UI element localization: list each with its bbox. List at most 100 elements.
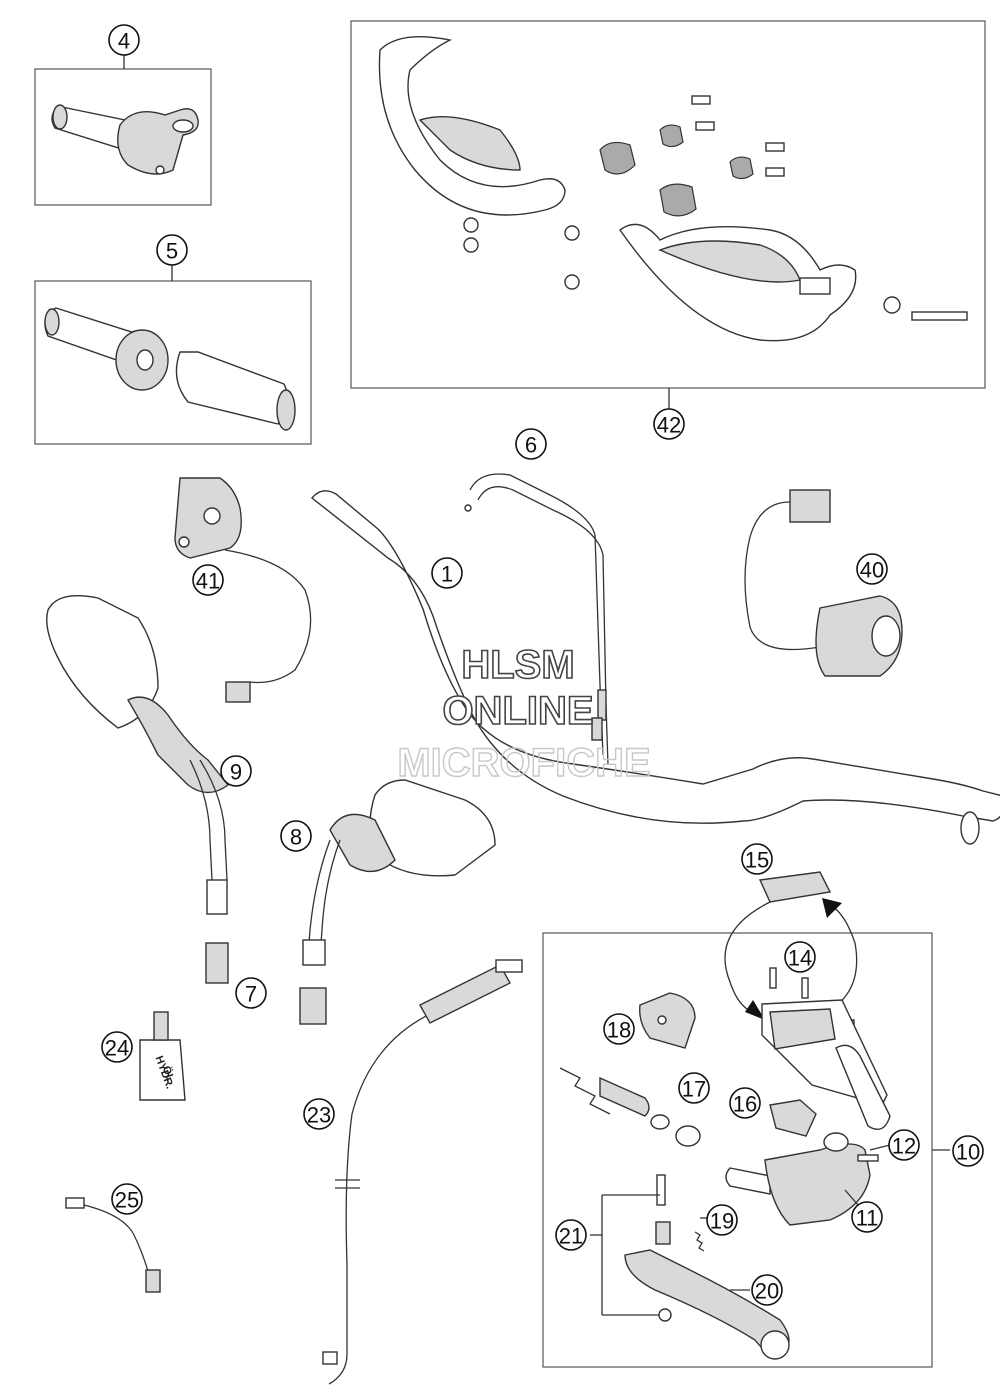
part-42-box: [350, 20, 986, 389]
left-switch-part[interactable]: [174, 477, 312, 703]
throttle-cables-part[interactable]: [464, 473, 609, 766]
callout-21-label: 21: [559, 1224, 583, 1249]
right-mirror-part[interactable]: [299, 779, 496, 1025]
callout-1-circle: [431, 557, 463, 589]
callout-20-label: 20: [755, 1279, 779, 1304]
callout-9-label: 9: [230, 760, 242, 785]
callout-11-label: 11: [856, 1206, 879, 1231]
callout-1[interactable]: 1: [431, 557, 463, 589]
callout-9-circle: [220, 755, 252, 787]
callout-5-circle: [156, 234, 188, 266]
reservoir-cover-part[interactable]: [758, 871, 832, 903]
callout-19-circle: [706, 1204, 738, 1236]
watermark-line3: MICROFICHE: [397, 741, 650, 785]
lever-bracket-part[interactable]: [769, 1099, 817, 1137]
hydraulic-oil-bottle-part[interactable]: HYDR. ÖL: [139, 1011, 186, 1101]
bottle-label-line2: ÖL: [160, 1064, 178, 1083]
callout-10-circle: [952, 1135, 984, 1167]
watermark: HLSM ONLINE MICROFICHE: [397, 642, 652, 786]
callout-10[interactable]: 10: [952, 1135, 984, 1167]
callout-19[interactable]: 19: [706, 1204, 738, 1236]
callout-17-circle: [678, 1072, 710, 1104]
callout-15-label: 15: [745, 848, 769, 873]
rotation-arrow-left: [724, 901, 771, 1015]
watermark-line2: ONLINE: [442, 689, 593, 733]
callout-12[interactable]: 12: [888, 1129, 920, 1161]
callout-6-circle: [515, 428, 547, 460]
master-cylinder-body-part[interactable]: [725, 1132, 879, 1226]
callout-6-label: 6: [525, 433, 537, 458]
callout-layer: 4 5 42 6 41 1 40 9 8 15 14 7 18 24 17 16 23 12 10 11 25 21 19 2…: [101, 24, 984, 1306]
callout-14-label: 14: [788, 946, 812, 971]
watermark-line1: HLSM: [461, 643, 574, 687]
left-mirror-part[interactable]: [46, 595, 229, 984]
callout-24-circle: [101, 1031, 133, 1063]
callout-12-label: 12: [892, 1134, 916, 1159]
callout-18-circle: [603, 1013, 635, 1045]
callout-40-circle: [856, 553, 888, 585]
callout-23[interactable]: 23: [303, 1098, 335, 1130]
callout-8[interactable]: 8: [280, 820, 312, 852]
callout-41[interactable]: 41: [192, 564, 224, 596]
callout-17-label: 17: [682, 1077, 706, 1102]
piston-spring-part[interactable]: [559, 1067, 701, 1147]
right-switch-part[interactable]: [744, 489, 903, 677]
callout-18[interactable]: 18: [603, 1013, 635, 1045]
callout-11-circle: [851, 1201, 883, 1233]
callout-14-circle: [784, 941, 816, 973]
callout-8-label: 8: [290, 825, 302, 850]
callout-4-label: 4: [118, 29, 130, 54]
callout-5-label: 5: [166, 239, 178, 264]
callout-21[interactable]: 21: [555, 1219, 587, 1251]
callout-19-label: 19: [710, 1209, 734, 1234]
callout-41-label: 41: [196, 569, 220, 594]
callout-20[interactable]: 20: [751, 1274, 783, 1306]
handlebar-part[interactable]: [311, 490, 1000, 845]
callout-25[interactable]: 25: [111, 1183, 143, 1215]
callout-1-label: 1: [441, 562, 453, 587]
sensor-cable-part[interactable]: [65, 1197, 161, 1293]
callout-24[interactable]: 24: [101, 1031, 133, 1063]
callout-12-circle: [888, 1129, 920, 1161]
callout-17[interactable]: 17: [678, 1072, 710, 1104]
callout-23-label: 23: [307, 1103, 331, 1128]
callout-14[interactable]: 14: [784, 941, 816, 973]
callout-15-circle: [741, 843, 773, 875]
callout-25-label: 25: [115, 1188, 139, 1213]
callout-16-circle: [729, 1087, 761, 1119]
callout-16[interactable]: 16: [729, 1087, 761, 1119]
callout-40[interactable]: 40: [856, 553, 888, 585]
callout-20-circle: [751, 1274, 783, 1306]
callout-42-label: 42: [657, 413, 681, 438]
callout-7-circle: [235, 977, 267, 1009]
callout-24-label: 24: [105, 1036, 129, 1061]
part-4-box: [34, 68, 212, 206]
speedometer-cable-part[interactable]: [322, 959, 523, 1385]
callout-23-circle: [303, 1098, 335, 1130]
master-cylinder-assembly-part[interactable]: [761, 999, 891, 1130]
callout-15[interactable]: 15: [741, 843, 773, 875]
handguard-set-part[interactable]: [378, 35, 968, 342]
callout-25-circle: [111, 1183, 143, 1215]
adjuster-spring-part[interactable]: [694, 1231, 705, 1252]
callout-6[interactable]: 6: [515, 428, 547, 460]
callout-42[interactable]: 42: [653, 408, 685, 440]
brake-lever-part[interactable]: [624, 1249, 790, 1360]
throttle-grip-part[interactable]: [51, 104, 199, 175]
callout-40-label: 40: [860, 558, 884, 583]
callout-4-circle: [108, 24, 140, 56]
callout-41-circle: [192, 564, 224, 596]
callout-7[interactable]: 7: [235, 977, 267, 1009]
callout-11[interactable]: 11: [851, 1201, 883, 1233]
callout-4[interactable]: 4: [108, 24, 140, 56]
callout-18-label: 18: [607, 1018, 631, 1043]
callout-9[interactable]: 9: [220, 755, 252, 787]
callout-7-label: 7: [245, 982, 257, 1007]
callout-10-label: 10: [956, 1140, 980, 1165]
lever-pivot-pin-part[interactable]: [590, 1174, 671, 1316]
handlebar-grips-part[interactable]: [44, 307, 296, 431]
callout-5[interactable]: 5: [156, 234, 188, 266]
callout-21-circle: [555, 1219, 587, 1251]
handlebar-clamp-part[interactable]: [639, 992, 696, 1049]
